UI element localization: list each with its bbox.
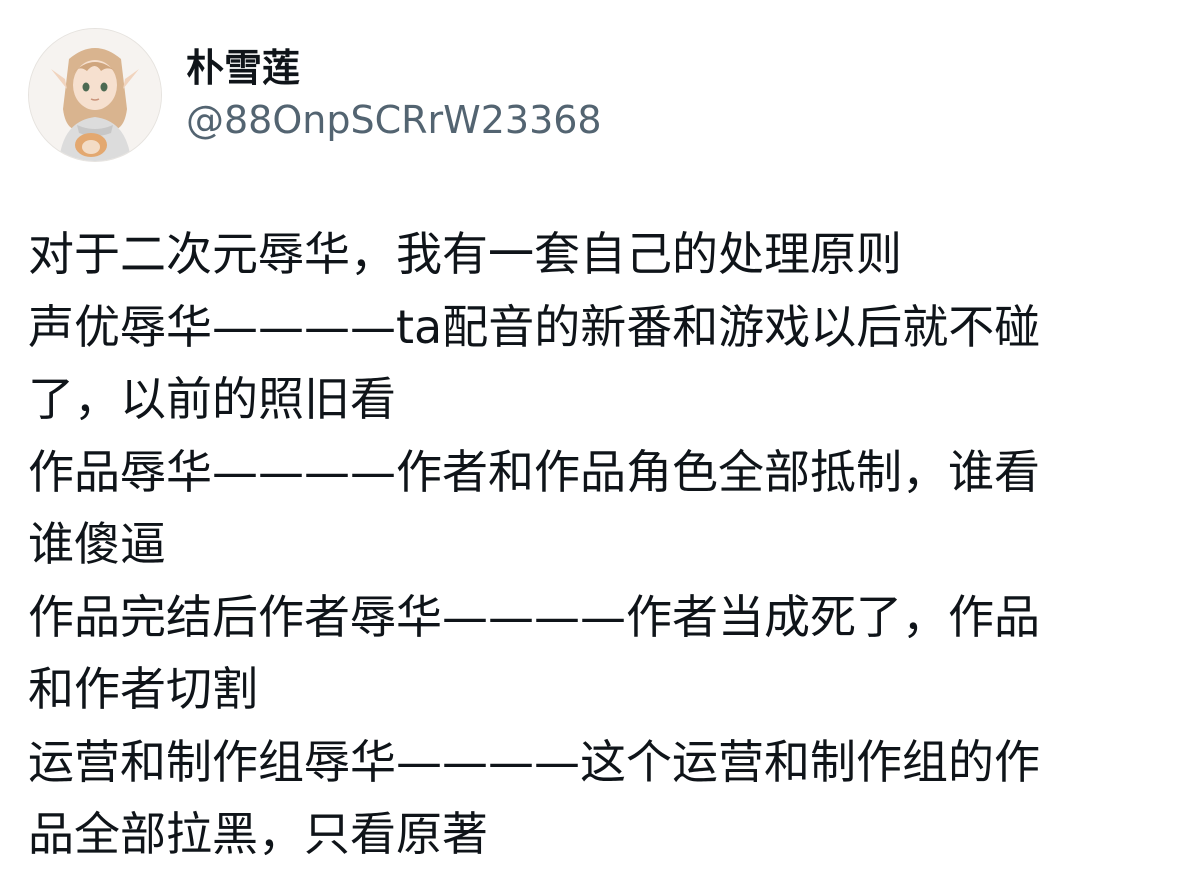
post-header: 朴雪莲 @88OnpSCRrW23368 <box>28 28 602 162</box>
avatar[interactable] <box>28 28 162 162</box>
author-display-name[interactable]: 朴雪莲 <box>186 46 301 90</box>
anime-girl-avatar-icon <box>29 29 161 161</box>
post-text-line: 运营和制作组辱华————这个运营和制作组的作 <box>28 734 1040 789</box>
post-text-line: 了，以前的照旧看 <box>28 372 396 426</box>
post-text: 对于二次元辱华，我有一套自己的处理原则 声优辱华————ta配音的新番和游戏以后… <box>28 218 1158 871</box>
author-handle[interactable]: @88OnpSCRrW23368 <box>186 98 602 142</box>
post-text-line: 作品完结后作者辱华————作者当成死了，作品 <box>28 589 1040 644</box>
post-text-line: 谁傻逼 <box>28 517 166 571</box>
post-text-line: 和作者切割 <box>28 662 258 716</box>
post-text-line: 对于二次元辱华，我有一套自己的处理原则 <box>28 227 902 281</box>
post-text-line: 品全部拉黑，只看原著 <box>28 807 488 861</box>
post-text-line: 声优辱华————ta配音的新番和游戏以后就不碰 <box>28 299 1041 354</box>
post-text-line: 作品辱华————作者和作品角色全部抵制，谁看 <box>28 444 1040 499</box>
author-info: 朴雪莲 @88OnpSCRrW23368 <box>186 45 602 145</box>
